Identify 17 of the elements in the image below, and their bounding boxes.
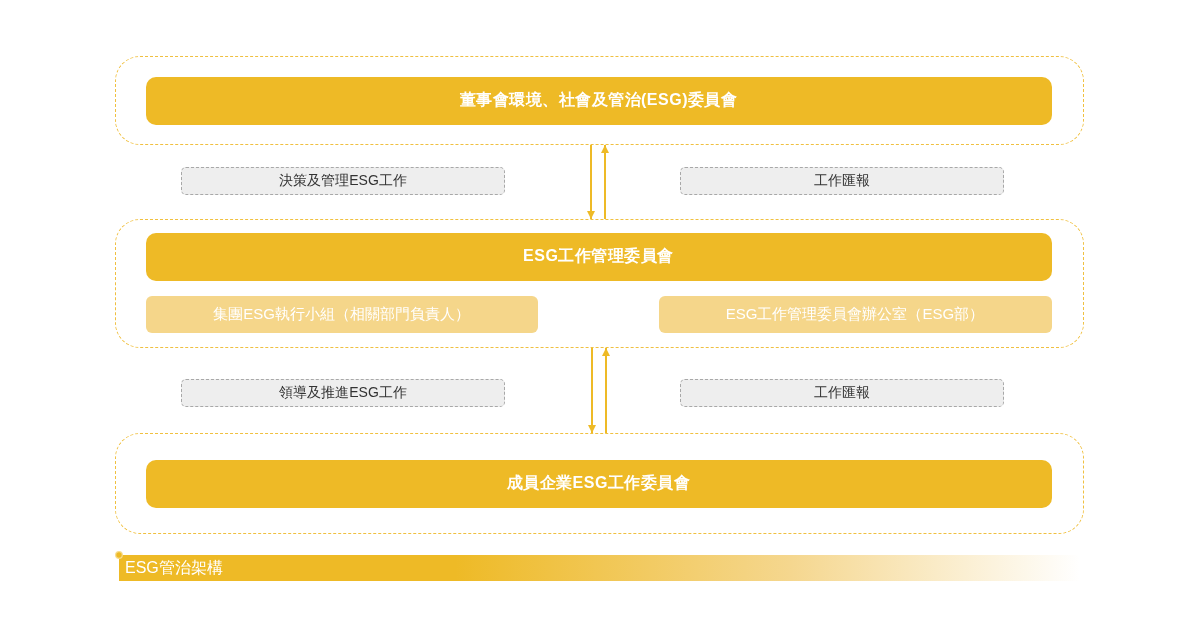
- arrow: [588, 347, 596, 434]
- dashed-frame: [115, 433, 1084, 534]
- arrow: [587, 144, 595, 220]
- tag-box: 決策及管理ESG工作: [181, 167, 505, 195]
- sub-box: 集團ESG執行小組（相關部門負責人）: [145, 295, 538, 333]
- caption: ESG管治架構: [125, 558, 223, 578]
- tag-box: 領導及推進ESG工作: [181, 379, 505, 407]
- title-bar: 董事會環境、社會及管治(ESG)委員會: [145, 76, 1052, 125]
- title-bar: ESG工作管理委員會: [145, 232, 1052, 281]
- tag-box: 工作匯報: [680, 167, 1004, 195]
- sub-box: ESG工作管理委員會辦公室（ESG部）: [658, 295, 1052, 333]
- tag-box: 工作匯報: [680, 379, 1004, 407]
- arrow: [602, 347, 610, 434]
- dashed-frame: [115, 219, 1084, 348]
- arrow: [601, 144, 609, 220]
- title-bar: 成員企業ESG工作委員會: [145, 459, 1052, 508]
- dashed-frame: [115, 56, 1084, 145]
